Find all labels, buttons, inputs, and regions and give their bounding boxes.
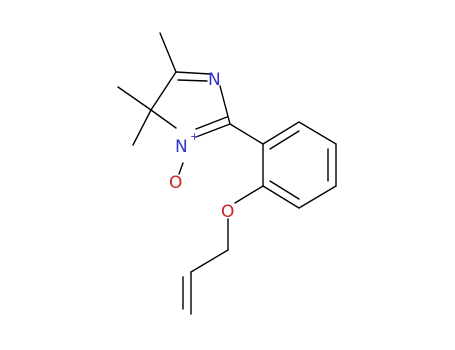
bond-ph-inner-1 bbox=[269, 130, 300, 150]
atom-o-oxide: O bbox=[169, 173, 182, 193]
bond-ph-o-ether bbox=[234, 185, 264, 204]
bond-n-oxide-c4 bbox=[150, 109, 177, 129]
atom-o-ether: O bbox=[221, 202, 234, 222]
bond-c4-methyl-lower bbox=[132, 109, 152, 146]
bond-ph-c2-c3 bbox=[298, 121, 337, 145]
bond-c4-methyl-upper bbox=[117, 86, 152, 111]
bond-n-imine-c2 bbox=[219, 85, 231, 125]
bond-ch2-ch bbox=[190, 249, 229, 273]
atom-n-oxide: N bbox=[175, 137, 188, 157]
bond-c2-n-oxide bbox=[195, 123, 231, 138]
bond-c2-phenyl bbox=[229, 123, 264, 145]
bond-c5-n-imine bbox=[175, 71, 211, 75]
bond-ph-inner-3 bbox=[269, 180, 300, 200]
bond-c4-c5 bbox=[150, 71, 177, 111]
atom-n-oxide-charge: + bbox=[190, 130, 199, 143]
bond-ph-c1-c2 bbox=[262, 121, 300, 145]
atom-n-imine: N bbox=[208, 70, 221, 90]
bond-ph-c4-c5 bbox=[298, 185, 337, 209]
bond-c2-n-oxide-double bbox=[195, 116, 228, 130]
bond-c5-methyl bbox=[159, 32, 177, 73]
bond-n-oxide-o bbox=[178, 162, 184, 175]
bond-ph-c5-c6 bbox=[262, 185, 300, 209]
bond-c5-n-imine-double bbox=[177, 79, 208, 82]
